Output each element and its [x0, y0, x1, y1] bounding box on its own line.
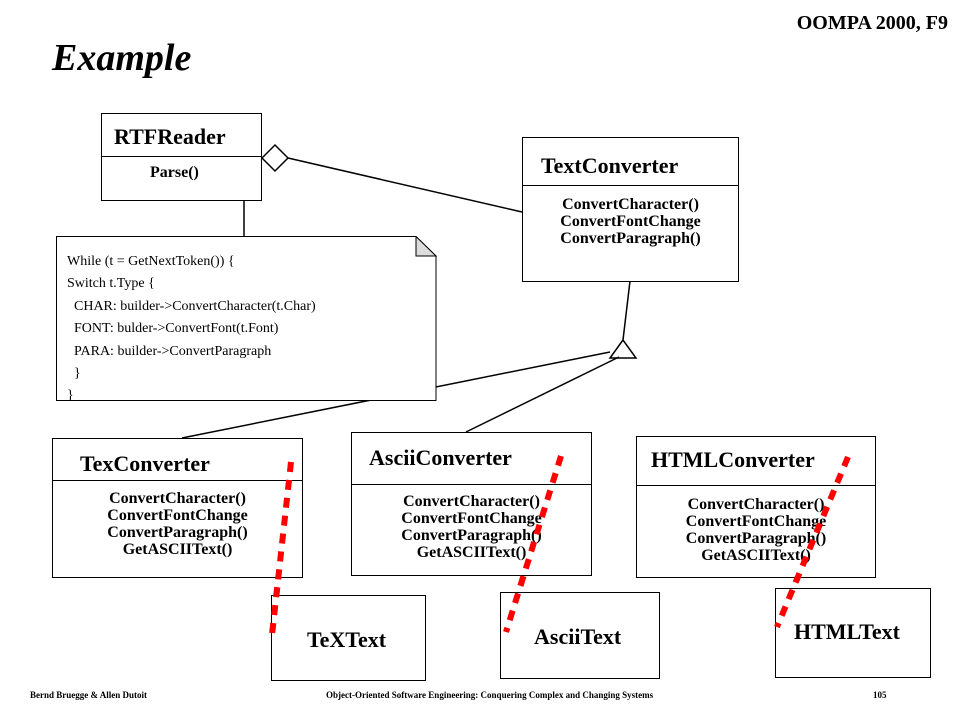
- class-name: TexConverter: [80, 451, 210, 476]
- operation: ConvertFontChange: [107, 507, 248, 524]
- class-operations: ConvertCharacter() ConvertFontChange Con…: [637, 496, 875, 564]
- note-shape: [56, 236, 437, 401]
- footer-book: Object-Oriented Software Engineering: Co…: [326, 690, 654, 700]
- operation: ConvertParagraph(): [685, 530, 827, 547]
- note-line: PARA: builder->ConvertParagraph: [67, 344, 272, 359]
- note-line: }: [67, 388, 74, 403]
- course-header: OOMPA 2000, F9: [796, 12, 948, 34]
- footer-authors: Bernd Bruegge & Allen Dutoit: [30, 690, 147, 700]
- operation: ConvertCharacter(): [687, 496, 825, 513]
- operation: GetASCIIText(): [122, 541, 233, 558]
- note-line: Switch t.Type {: [67, 276, 155, 291]
- operation: ConvertParagraph(): [401, 527, 542, 544]
- slide-title: Example: [52, 37, 192, 79]
- aggregation-diamond-icon: [260, 143, 290, 173]
- aggregation-line: [287, 157, 523, 213]
- operation: ConvertParagraph(): [107, 524, 248, 541]
- generalization-line: [622, 280, 631, 341]
- operation: ConvertFontChange: [560, 213, 701, 230]
- textconverter-class: TextConverter ConvertCharacter() Convert…: [522, 137, 739, 282]
- operation: ConvertParagraph(): [560, 230, 701, 247]
- class-divider: [637, 485, 875, 486]
- operation: ConvertCharacter(): [109, 490, 246, 507]
- operation: ConvertCharacter(): [562, 196, 699, 213]
- class-divider: [53, 480, 302, 481]
- product-name: TeXText: [307, 627, 387, 652]
- class-name: RTFReader: [114, 124, 226, 149]
- operation: ConvertCharacter(): [403, 493, 540, 510]
- note-line: CHAR: builder->ConvertCharacter(t.Char): [67, 299, 316, 314]
- class-name: TextConverter: [541, 153, 679, 178]
- class-operations: Parse(): [150, 164, 199, 181]
- note-line: }: [67, 366, 81, 381]
- htmlconverter-class: HTMLConverter ConvertCharacter() Convert…: [636, 436, 876, 578]
- asciitext-product: AsciiText: [500, 592, 660, 679]
- operation: ConvertFontChange: [401, 510, 542, 527]
- htmltext-product: HTMLText: [775, 588, 931, 678]
- class-divider: [352, 484, 591, 485]
- generalization-triangle-icon: [608, 338, 638, 359]
- note-fold-icon: [415, 236, 437, 257]
- note-line: While (t = GetNextToken()) {: [67, 254, 235, 269]
- operation: GetASCIIText(): [416, 544, 527, 561]
- textext-product: TeXText: [271, 595, 426, 681]
- asciiconverter-class: AsciiConverter ConvertCharacter() Conver…: [351, 432, 592, 576]
- class-operations: ConvertCharacter() ConvertFontChange Con…: [53, 490, 302, 558]
- class-name: AsciiConverter: [369, 445, 512, 470]
- footer-page: 105: [873, 690, 887, 700]
- ascii-inherit-line: [465, 356, 620, 433]
- product-name: HTMLText: [794, 619, 900, 644]
- class-operations: ConvertCharacter() ConvertFontChange Con…: [352, 493, 591, 561]
- product-name: AsciiText: [534, 624, 622, 649]
- operation: GetASCIIText(): [701, 547, 811, 564]
- operation: ConvertFontChange: [685, 513, 827, 530]
- note-line: FONT: bulder->ConvertFont(t.Font): [67, 321, 279, 336]
- class-divider: [523, 185, 738, 186]
- rtfreader-class: RTFReader Parse(): [101, 113, 262, 201]
- class-operations: ConvertCharacter() ConvertFontChange Con…: [523, 196, 738, 247]
- class-divider: [102, 156, 261, 157]
- operation: Parse(): [150, 164, 199, 181]
- texconverter-class: TexConverter ConvertCharacter() ConvertF…: [52, 438, 303, 578]
- class-name: HTMLConverter: [651, 447, 815, 472]
